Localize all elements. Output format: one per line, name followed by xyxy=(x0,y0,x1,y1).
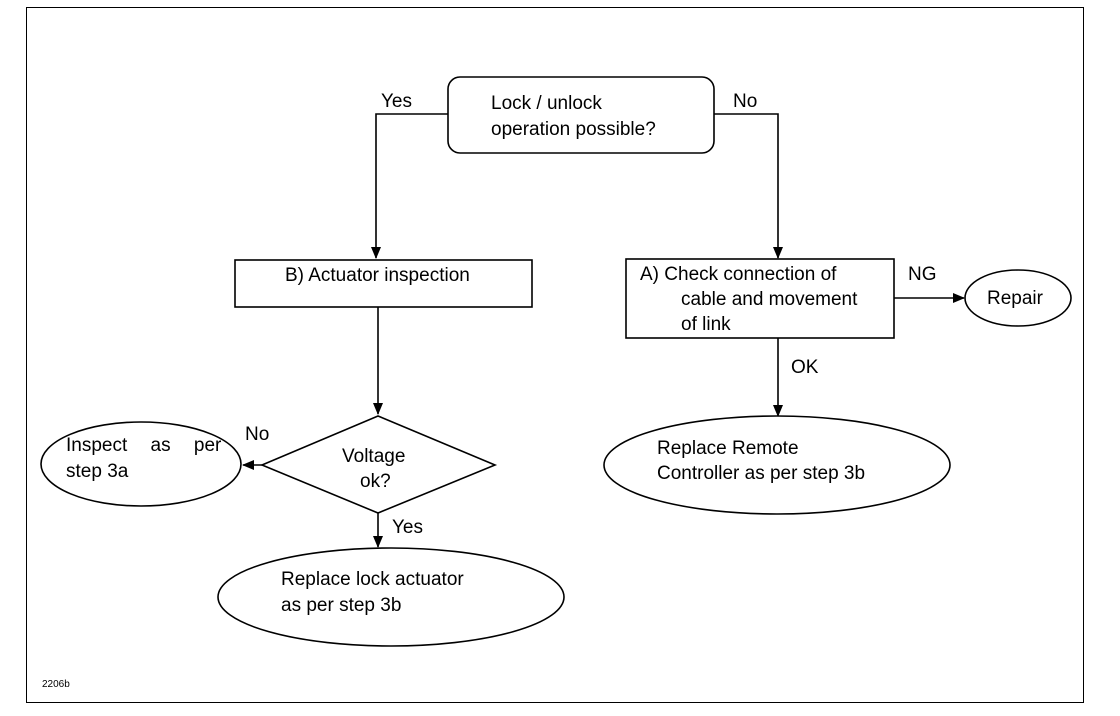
check-connection-line1: A) Check connection of xyxy=(640,264,837,285)
start-node-shape xyxy=(447,76,715,154)
voltage-line1: Voltage xyxy=(342,446,406,467)
edge-start-yes xyxy=(371,113,448,259)
replace-remote-shape xyxy=(603,415,951,515)
check-connection-shape xyxy=(625,258,895,339)
replace-actuator-shape xyxy=(217,547,565,647)
repair-node-shape xyxy=(964,269,1072,327)
edge-label-voltage-no: No xyxy=(245,424,270,445)
actuator-inspection-shape xyxy=(234,259,533,308)
edge-label-check-ok: OK xyxy=(791,357,819,378)
inspect-line2: step 3a xyxy=(66,461,129,482)
edge-label-voltage-yes: Yes xyxy=(392,517,423,538)
replace-remote-line1: Replace Remote xyxy=(657,438,799,459)
actuator-inspection-label: B) Actuator inspection xyxy=(285,265,470,286)
voltage-line2: ok? xyxy=(360,471,391,492)
replace-actuator-line2: as per step 3b xyxy=(281,595,402,616)
start-node-line2: operation possible? xyxy=(491,119,656,140)
figure-code: 2206b xyxy=(42,679,70,690)
edge-label-start-no: No xyxy=(733,91,758,112)
repair-label: Repair xyxy=(987,288,1043,309)
diagram-frame xyxy=(26,7,1084,703)
replace-remote-line2: Controller as per step 3b xyxy=(657,463,866,484)
edge-label-start-yes: Yes xyxy=(381,91,412,112)
check-connection-line2: cable and movement xyxy=(681,289,858,310)
replace-actuator-line1: Replace lock actuator xyxy=(281,569,464,590)
start-node-line1: Lock / unlock xyxy=(491,93,602,114)
inspect-line1: Inspect as per xyxy=(66,435,222,456)
inspect-node-shape xyxy=(40,421,242,507)
edge-start-no xyxy=(714,113,783,259)
check-connection-line3: of link xyxy=(681,314,731,335)
edge-label-check-ng: NG xyxy=(908,264,937,285)
